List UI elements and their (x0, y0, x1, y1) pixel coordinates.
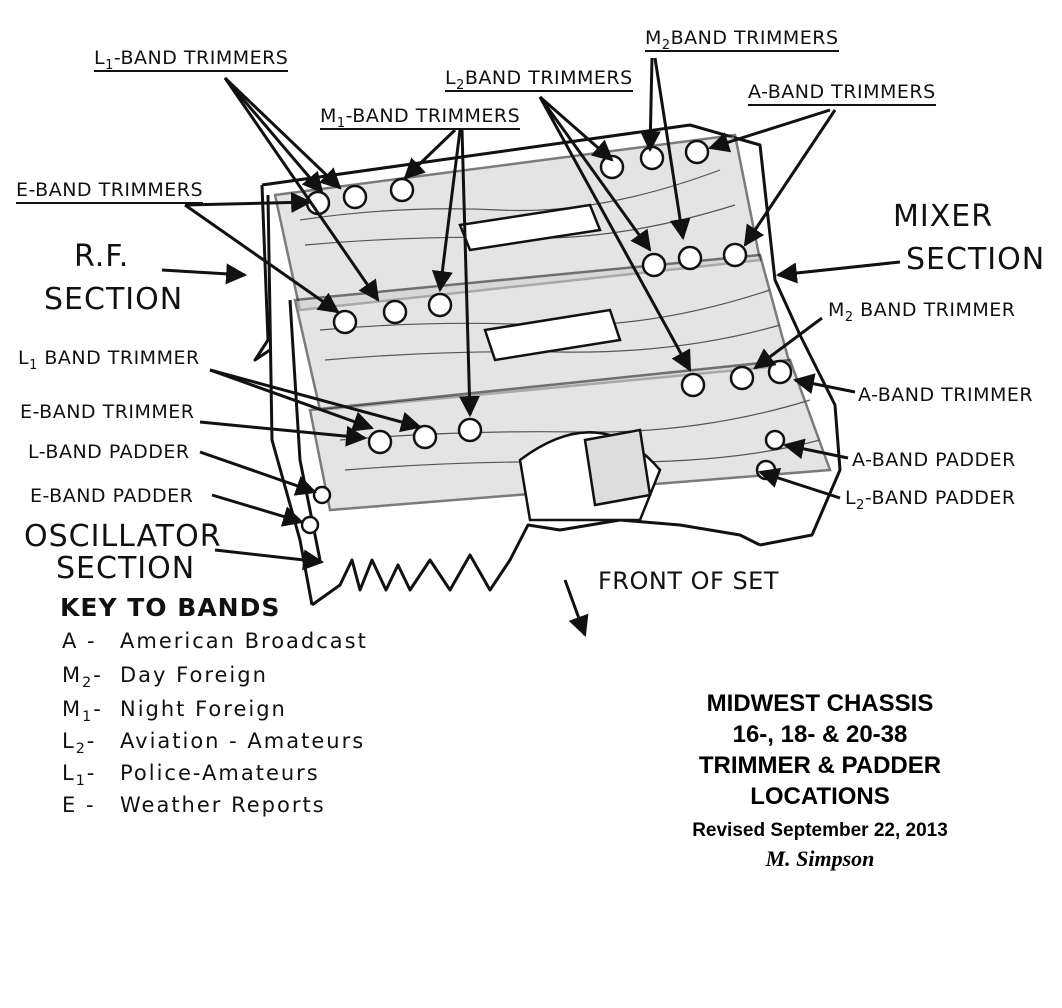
label-a-band-trimmer: A-BAND TRIMMER (858, 384, 1034, 406)
title-line-3: TRIMMER & PADDER (698, 752, 942, 779)
label-l2-band-padder: L2-BAND PADDER (845, 487, 1016, 513)
leader-arrows (161, 57, 901, 637)
key-row-l1: L1-Police-Amateurs (62, 761, 320, 789)
label-l-band-padder: L-BAND PADDER (28, 441, 190, 463)
label-oscillator-section-1: OSCILLATOR (24, 519, 222, 554)
key-row-m1: M1-Night Foreign (62, 697, 287, 725)
label-l2-band-trimmers: L2BAND TRIMMERS (445, 67, 633, 93)
label-front-of-set: FRONT OF SET (598, 567, 779, 595)
label-m2-band-trimmer: M2 BAND TRIMMER (828, 299, 1016, 325)
label-e-band-padder: E-BAND PADDER (30, 485, 194, 507)
key-title: KEY TO BANDS (60, 593, 281, 622)
label-e-band-trimmer: E-BAND TRIMMER (20, 401, 195, 423)
revised-date: Revised September 22, 2013 (692, 820, 948, 841)
label-e-band-trimmers: E-BAND TRIMMERS (16, 180, 204, 204)
label-m2-band-trimmers: M2BAND TRIMMERS (645, 27, 839, 53)
key-row-e: E -Weather Reports (62, 793, 326, 817)
title-line-1: MIDWEST CHASSIS (706, 690, 934, 717)
label-oscillator-section-2: SECTION (56, 551, 196, 586)
label-mixer-section-2: SECTION (906, 242, 1046, 277)
key-row-l2: L2-Aviation - Amateurs (62, 729, 366, 757)
label-m1-band-trimmers: M1-BAND TRIMMERS (320, 105, 521, 131)
title-line-2: 16-, 18- & 20-38 (732, 721, 908, 748)
label-rf-section-1: R.F. (74, 239, 130, 274)
title-line-4: LOCATIONS (750, 783, 890, 810)
author-signature: M. Simpson (765, 846, 875, 871)
label-rf-section-2: SECTION (44, 282, 184, 317)
label-l1-band-trimmer: L1 BAND TRIMMER (18, 347, 200, 373)
label-mixer-section-1: MIXER (893, 199, 994, 234)
key-row-a: A -American Broadcast (62, 629, 368, 653)
title-block: MIDWEST CHASSIS 16-, 18- & 20-38 TRIMMER… (620, 688, 1020, 872)
gang-bars (458, 203, 662, 522)
label-a-band-trimmers: A-BAND TRIMMERS (748, 82, 936, 106)
label-l1-band-trimmers: L1-BAND TRIMMERS (94, 47, 289, 73)
trimmer-capacitors (300, 139, 793, 535)
key-row-m2: M2-Day Foreign (62, 663, 268, 691)
label-a-band-padder: A-BAND PADDER (852, 449, 1016, 471)
